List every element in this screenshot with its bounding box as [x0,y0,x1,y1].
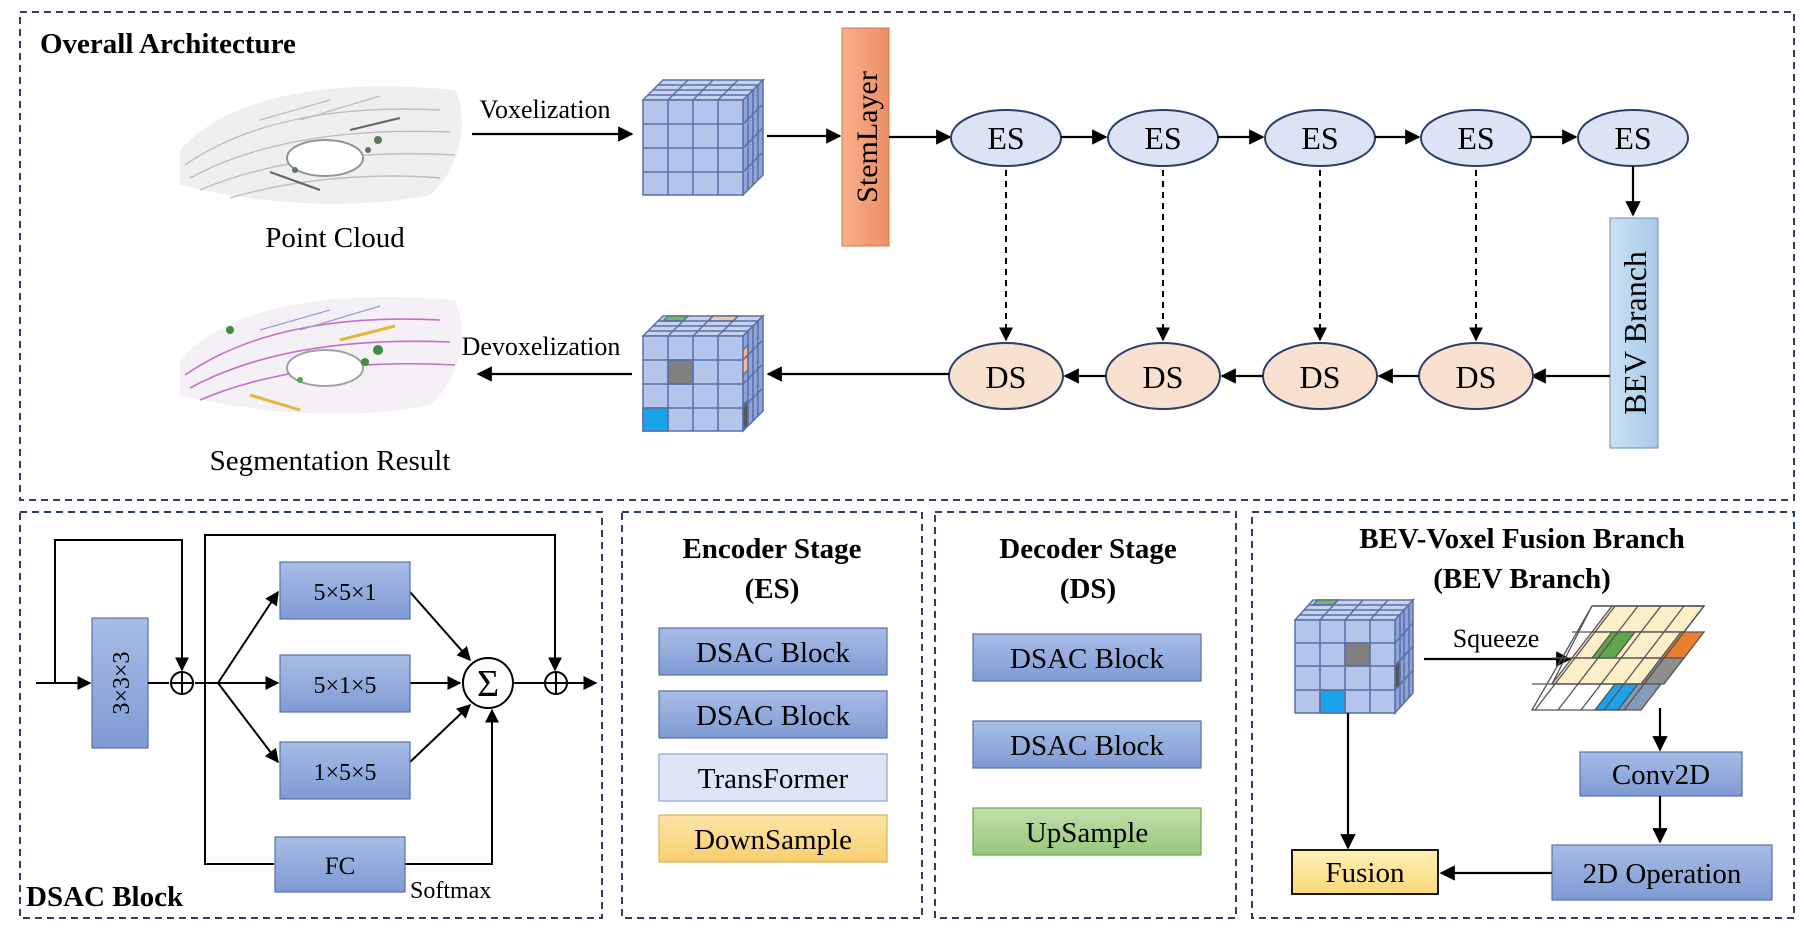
devoxelization-label: Devoxelization [462,332,621,361]
es-node-5-label: ES [1614,120,1651,156]
es-node-2-label: ES [1144,120,1181,156]
squeeze-label: Squeeze [1453,624,1540,653]
conv-3x3x3-label: 3×3×3 [109,651,135,714]
bottom-to-sum-arrow [409,704,472,763]
decoder-stage-title-1: Decoder Stage [999,533,1177,565]
softmax-to-sum-arrow [405,708,499,865]
ds-node-1-label: DS [986,359,1027,395]
dsac-block-panel [19,511,603,919]
op2d-box [1551,844,1773,901]
bev-title-2: (BEV Branch) [1433,563,1611,595]
ds-node-1 [948,342,1064,410]
ds-block-1 [972,633,1202,682]
sum-symbol: Σ [477,663,499,705]
ds-block-3-label: UpSample [1026,817,1148,849]
branch-box-mid [279,654,411,713]
softmax-label: Softmax [410,878,491,904]
overall-title: Overall Architecture [40,28,296,60]
es-block-3 [658,753,888,802]
fc-label: FC [325,853,356,880]
conv-3x3x3-box [91,617,149,749]
stem-layer-label: StemLayer [851,71,884,203]
encoder-stage-title-2: (ES) [745,573,800,605]
ds-block-1-label: DSAC Block [1010,643,1164,675]
es-node-1-label: ES [987,120,1024,156]
branch-box-top [279,561,411,620]
plus-node-2 [544,671,568,695]
branch-box-bottom [279,741,411,800]
es-block-2 [658,690,888,739]
point-cloud-label: Point Cloud [265,222,405,254]
bev-fusion-panel [1251,511,1795,919]
es-node-4-label: ES [1457,120,1494,156]
es-block-2-label: DSAC Block [696,700,850,732]
sum-node [462,657,514,709]
bev-2d-grid [1530,605,1706,711]
fusion-label: Fusion [1326,857,1405,889]
branch-arrow-top [217,590,279,684]
es-block-1-label: DSAC Block [696,637,850,669]
ds-block-2 [972,720,1202,769]
top-to-sum-arrow [409,591,471,662]
bev-branch-box [1609,217,1659,449]
branch-label-bottom: 1×5×5 [313,760,376,786]
fc-box [274,836,406,893]
plus-node-1 [170,671,194,695]
bev-title-1: BEV-Voxel Fusion Branch [1359,523,1685,555]
branch-arrow-bottom [217,682,279,764]
decoder-stage-title-2: (DS) [1060,573,1116,605]
dsac-title: DSAC Block [26,881,184,913]
bev-voxel-cube [1293,598,1415,715]
voxelization-label: Voxelization [480,95,611,124]
branch-label-mid: 5×1×5 [313,673,376,699]
dsac-residual-1 [54,539,189,683]
es-block-4-label: DownSample [694,824,852,856]
es-block-3-label: TransFormer [698,763,849,795]
decoder-stage-panel [934,511,1237,919]
point-cloud-image [180,86,462,204]
ds-block-2-label: DSAC Block [1010,730,1164,762]
conv2d-box [1579,751,1743,797]
fusion-box [1291,849,1439,895]
op2d-label: 2D Operation [1583,858,1742,890]
segmentation-result-image [180,297,462,414]
dsac-residual-2 [204,534,562,683]
bev-branch-label: BEV Branch [1617,251,1653,415]
encoder-stage-title-1: Encoder Stage [682,533,861,565]
ds-node-4-label: DS [1456,359,1497,395]
es-block-4 [658,814,888,863]
ds-node-3-label: DS [1300,359,1341,395]
fc-input-line [204,683,274,865]
ds-node-2-label: DS [1143,359,1184,395]
branch-label-top: 5×5×1 [313,580,376,606]
overall-architecture-panel [19,11,1795,501]
encoder-stage-panel [621,511,923,919]
conv2d-label: Conv2D [1612,759,1710,791]
voxel-cube-output [641,314,765,433]
es-block-1 [658,627,888,676]
voxel-cube-input [641,78,765,197]
stem-layer-box [841,27,890,247]
ds-block-3 [972,807,1202,856]
segmentation-result-label: Segmentation Result [210,445,451,477]
es-node-3-label: ES [1301,120,1338,156]
